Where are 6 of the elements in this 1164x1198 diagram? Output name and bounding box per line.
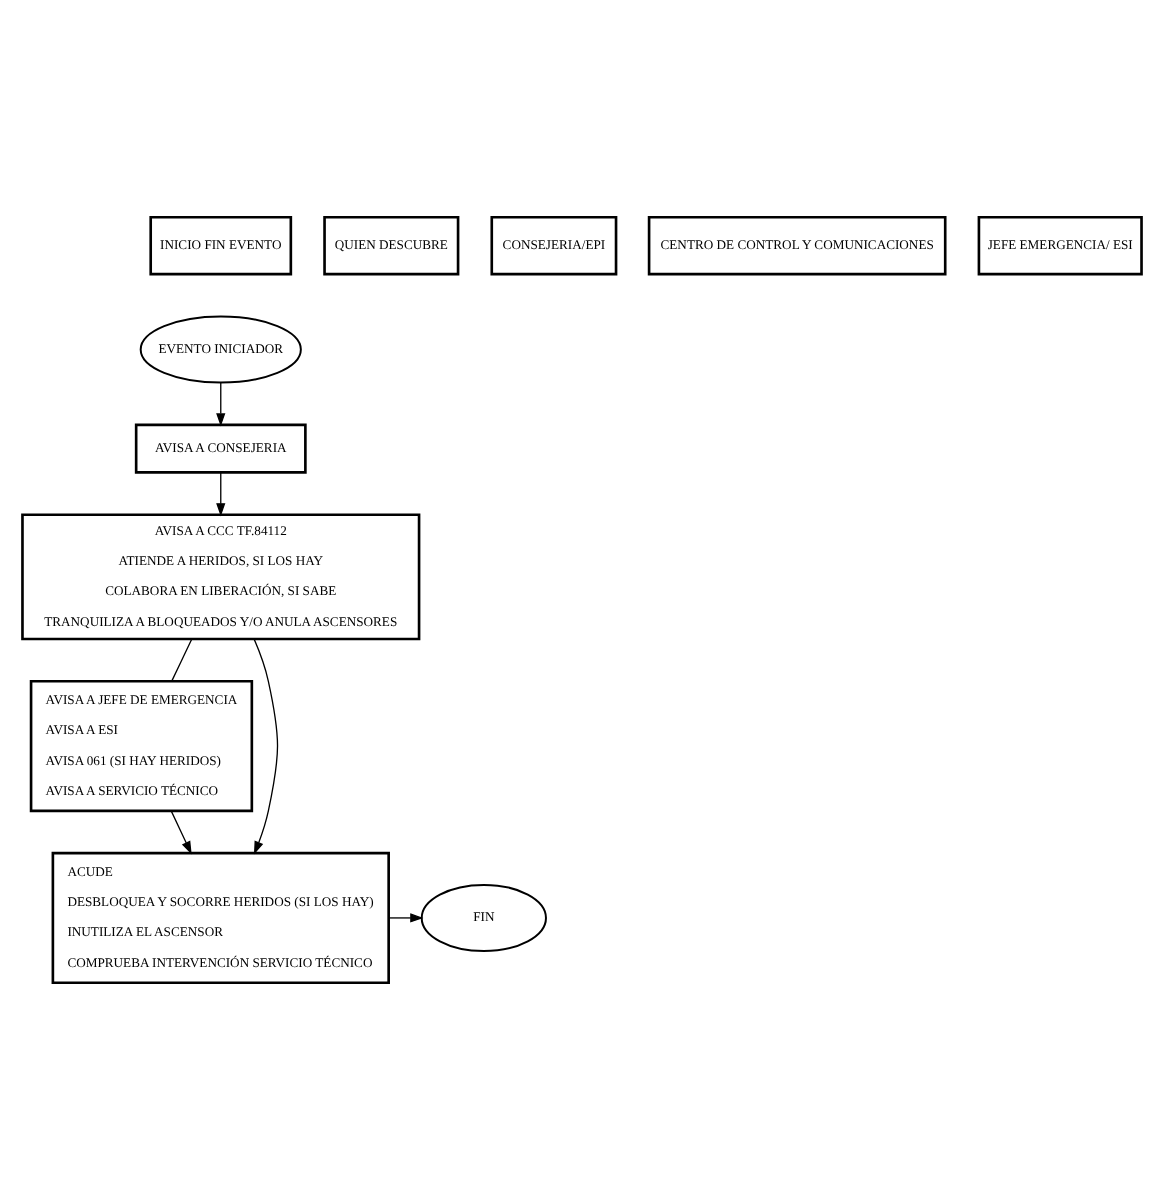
connector [171, 637, 193, 681]
arrow [216, 381, 226, 426]
arrow [216, 471, 226, 516]
arrow [170, 809, 192, 854]
arrow [253, 637, 279, 854]
arrow [388, 912, 424, 922]
